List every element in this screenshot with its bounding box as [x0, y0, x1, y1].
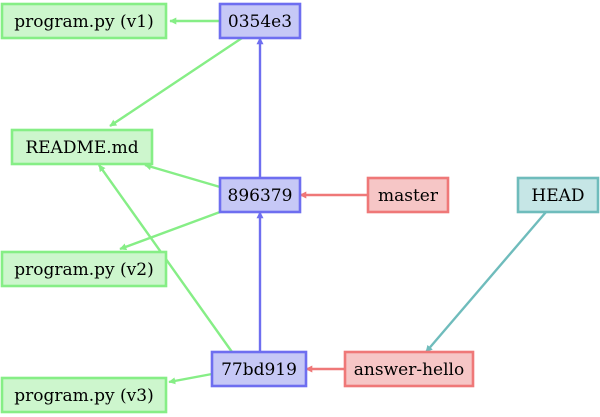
- branch-answer-hello[interactable]: answer-hello: [343, 350, 475, 388]
- commit-896379[interactable]: 896379: [218, 176, 302, 214]
- blob-program-v1[interactable]: program.py (v1): [0, 2, 168, 40]
- blob-program-v1-label: program.py (v1): [14, 12, 154, 32]
- branch-master[interactable]: master: [366, 176, 450, 214]
- edge-c3-to-program-v3: [168, 372, 213, 385]
- edge-c2-to-program-v2: [119, 210, 221, 251]
- commit-896379-label: 896379: [228, 186, 293, 206]
- commit-77bd919-label: 77bd919: [221, 360, 297, 380]
- branch-answer-hello-label: answer-hello: [354, 360, 464, 380]
- blob-program-v2[interactable]: program.py (v2): [0, 250, 168, 288]
- blob-readme-label: README.md: [25, 138, 138, 158]
- edges: [98, 17, 547, 385]
- blob-program-v3-label: program.py (v3): [14, 386, 154, 406]
- edge-c2-to-readme: [144, 163, 221, 189]
- ref-head-label: HEAD: [531, 186, 584, 206]
- commit-0354e3-label: 0354e3: [228, 12, 292, 32]
- ref-head[interactable]: HEAD: [516, 176, 600, 214]
- blob-readme[interactable]: README.md: [10, 128, 154, 166]
- edge-c1-to-readme: [109, 37, 243, 127]
- branch-master-label: master: [378, 186, 439, 206]
- blob-program-v2-label: program.py (v2): [14, 260, 154, 280]
- commit-77bd919[interactable]: 77bd919: [210, 350, 308, 388]
- commit-0354e3[interactable]: 0354e3: [218, 2, 302, 40]
- edge-head-to-answer-hello: [425, 211, 547, 353]
- blob-program-v3[interactable]: program.py (v3): [0, 376, 168, 414]
